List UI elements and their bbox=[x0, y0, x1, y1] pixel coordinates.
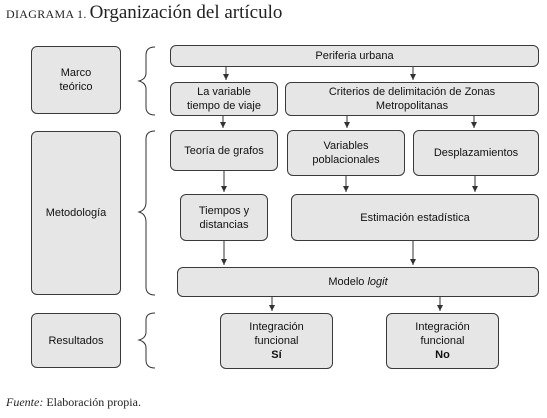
box-desplazamientos-label: Desplazamientos bbox=[433, 147, 519, 159]
box-periferia-label: Periferia urbana bbox=[315, 50, 394, 62]
box-variables-poblacionales: Variables poblacionales bbox=[287, 130, 405, 176]
box-variable-line2: tiempo de viaje bbox=[187, 100, 261, 112]
section-marco-line2: teórico bbox=[59, 81, 93, 93]
box-no-line1: Integración bbox=[415, 321, 470, 333]
box-tiempos-line2: distancias bbox=[199, 218, 249, 231]
box-si-line3: Sí bbox=[271, 349, 282, 361]
bracket-resultados bbox=[137, 312, 156, 369]
box-integracion-si: Integración funcional Sí bbox=[220, 313, 333, 369]
box-periferia-urbana: Periferia urbana bbox=[170, 45, 539, 67]
box-no-line2: funcional bbox=[420, 335, 465, 347]
section-resultados-label: Resultados bbox=[48, 334, 104, 347]
box-tiempos-line1: Tiempos y bbox=[198, 204, 250, 217]
bracket-marco bbox=[137, 46, 156, 116]
source-text: Elaboración propia. bbox=[46, 395, 141, 409]
section-marco-line1: Marco bbox=[60, 67, 92, 79]
box-integracion-no: Integración funcional No bbox=[386, 313, 499, 369]
box-variables-line2: poblacionales bbox=[312, 154, 380, 166]
source-note: Fuente: Elaboración propia. bbox=[6, 395, 141, 410]
box-variables-line1: Variables bbox=[323, 140, 369, 152]
box-si-line1: Integración bbox=[249, 321, 304, 333]
box-no-line3: No bbox=[435, 349, 450, 361]
box-modelo-prefix: Modelo bbox=[328, 276, 365, 288]
diagram-number: DIAGRAMA 1. bbox=[6, 7, 87, 21]
box-estimacion-label: Estimación estadística bbox=[360, 211, 470, 224]
section-metodologia: Metodología bbox=[31, 131, 121, 295]
section-marco-teorico: Marco teórico bbox=[31, 46, 121, 114]
box-criterios-zonas: Criterios de delimitación de Zonas Metro… bbox=[285, 82, 539, 116]
box-desplazamientos: Desplazamientos bbox=[413, 130, 539, 176]
box-teoria-grafos: Teoría de grafos bbox=[170, 130, 278, 171]
box-criterios-line1: Criterios de delimitación de Zonas bbox=[328, 86, 496, 98]
section-metodologia-label: Metodología bbox=[45, 207, 107, 219]
box-variable-tiempo-viaje: La variable tiempo de viaje bbox=[170, 82, 278, 116]
box-si-line2: funcional bbox=[254, 335, 299, 347]
box-estimacion-estadistica: Estimación estadística bbox=[291, 194, 539, 241]
source-label: Fuente: bbox=[6, 395, 44, 409]
bracket-metodologia bbox=[137, 130, 156, 296]
box-modelo-italic: logit bbox=[367, 276, 388, 288]
diagram-title-text: Organización del artículo bbox=[89, 2, 283, 23]
box-tiempos-distancias: Tiempos y distancias bbox=[180, 194, 268, 241]
box-variable-line1: La variable bbox=[197, 86, 251, 98]
box-criterios-line2: Metropolitanas bbox=[375, 100, 449, 112]
diagram-title: DIAGRAMA 1. Organización del artículo bbox=[6, 2, 282, 24]
box-modelo-logit: Modelo logit bbox=[177, 267, 539, 297]
section-resultados: Resultados bbox=[31, 313, 121, 368]
box-teoria-label: Teoría de grafos bbox=[184, 144, 264, 157]
